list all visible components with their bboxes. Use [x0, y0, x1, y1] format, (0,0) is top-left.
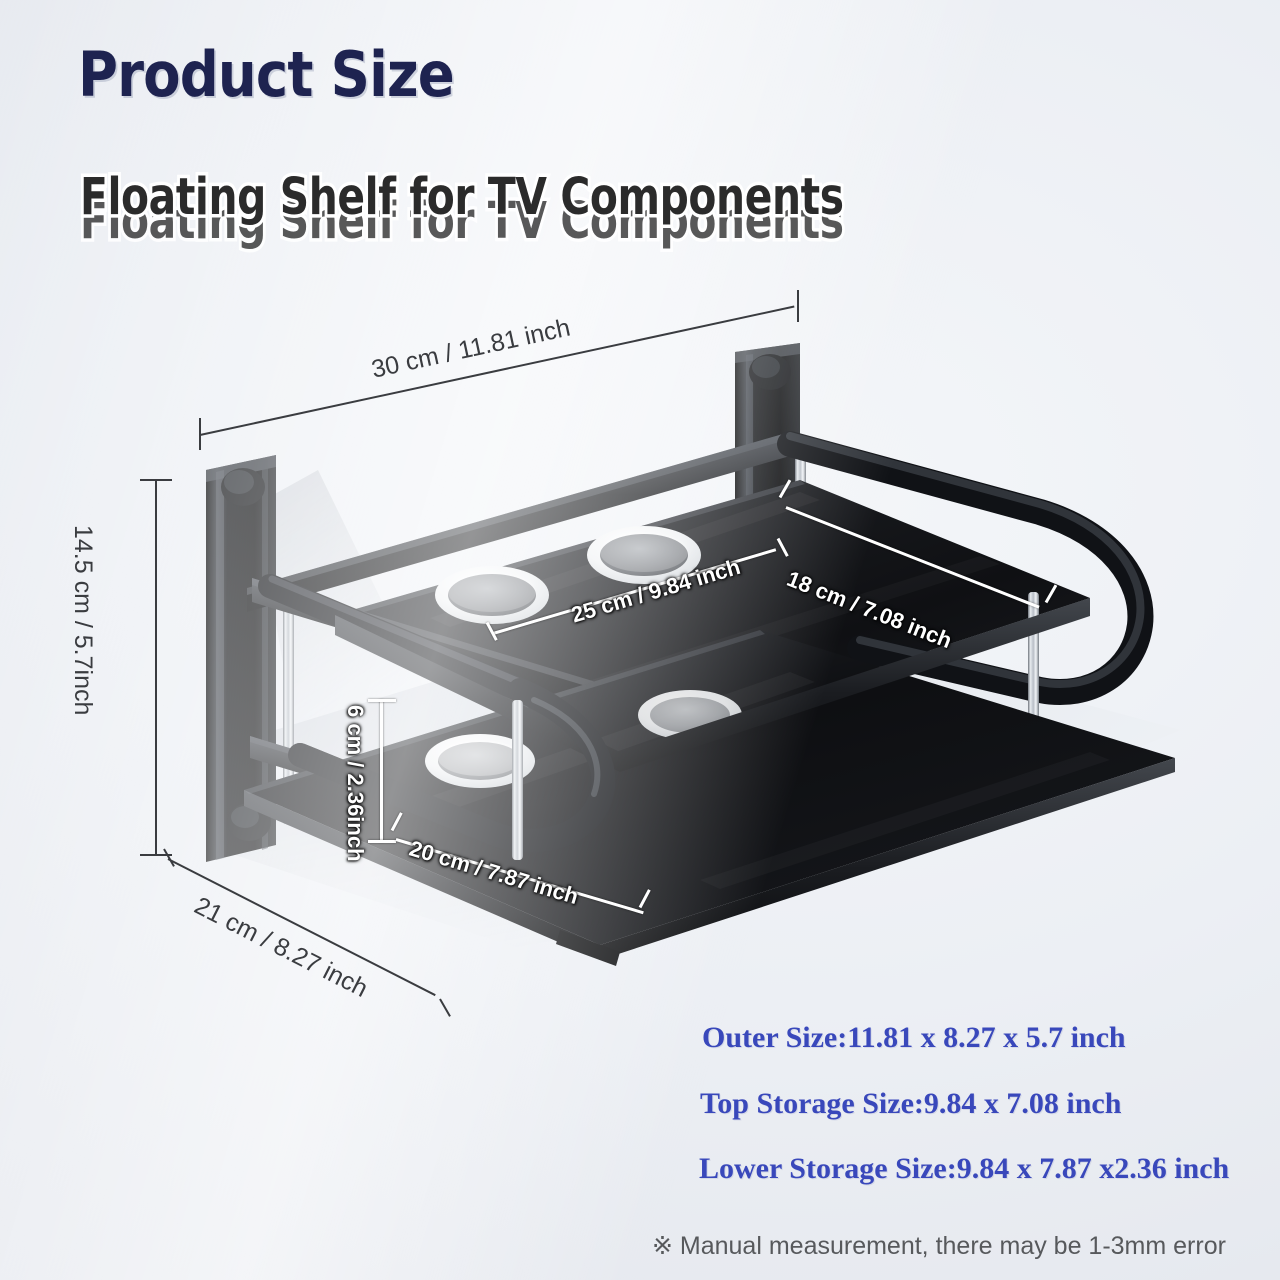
- page-subtitle-ghost: Floating Shelf for TV Components: [77, 189, 847, 255]
- spec-outer-size: Outer Size:11.81 x 8.27 x 5.7 inch: [702, 1021, 1126, 1054]
- cable-grommet-top-left: [435, 566, 549, 624]
- dimension-outer-height-label: 14.5 cm / 5.7inch: [69, 525, 97, 716]
- spec-lower-storage-size: Lower Storage Size:9.84 x 7.87 x2.36 inc…: [699, 1152, 1230, 1185]
- measurement-footnote: ※ Manual measurement, there may be 1-3mm…: [652, 1232, 1226, 1260]
- chrome-post-front-overlay: [512, 700, 523, 860]
- page-subtitle: Floating Shelf for TV Components: [77, 165, 847, 231]
- spec-top-storage-size: Top Storage Size:9.84 x 7.08 inch: [700, 1087, 1122, 1120]
- dimension-lower-storage-height-label: 6 cm / 2.36inch: [343, 705, 368, 862]
- page-title: Product Size: [78, 38, 455, 111]
